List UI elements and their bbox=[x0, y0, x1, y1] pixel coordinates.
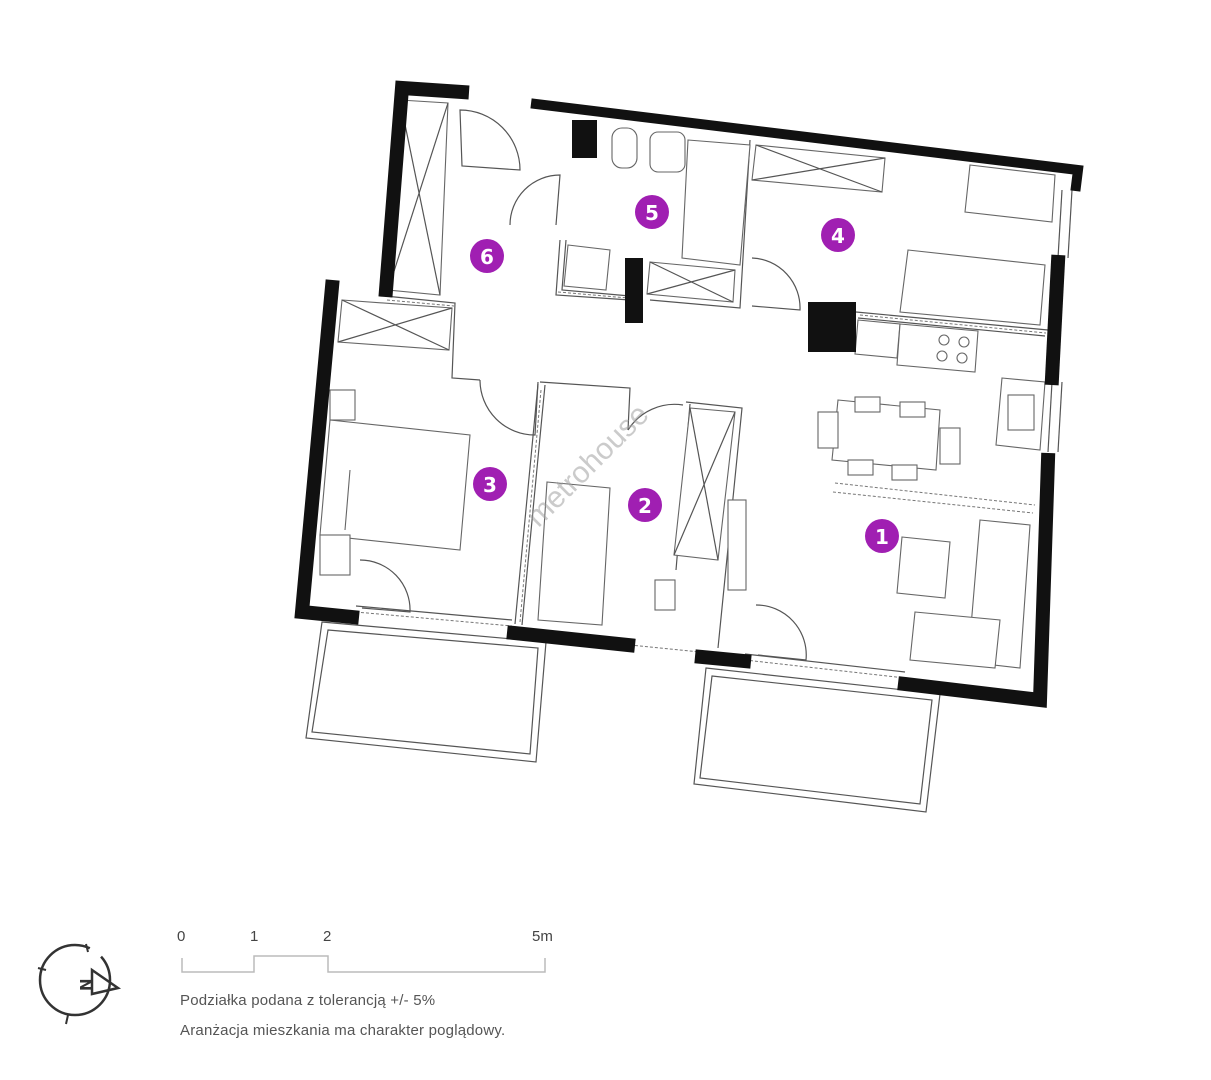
room-2-marker[interactable]: 2 bbox=[628, 488, 662, 522]
room-3-marker[interactable]: 3 bbox=[473, 467, 507, 501]
scale-tick-1: 1 bbox=[250, 928, 259, 945]
furniture bbox=[319, 127, 1056, 669]
scale-tick-5m: 5m bbox=[532, 928, 553, 945]
interior-walls bbox=[384, 139, 1049, 649]
windows bbox=[355, 189, 1073, 679]
svg-text:1: 1 bbox=[875, 525, 889, 549]
svg-text:N: N bbox=[77, 978, 95, 991]
svg-text:4: 4 bbox=[831, 224, 845, 248]
room-4-marker[interactable]: 4 bbox=[821, 218, 855, 252]
note-tolerance: Podziałka podana z tolerancją +/- 5% bbox=[180, 992, 436, 1009]
scale-tick-2: 2 bbox=[323, 928, 332, 945]
note-arrangement: Aranżacja mieszkania ma charakter pogląd… bbox=[180, 1022, 506, 1039]
room-1-marker[interactable]: 1 bbox=[865, 519, 899, 553]
room-markers: 1 2 3 4 5 6 bbox=[470, 195, 899, 553]
room-5-marker[interactable]: 5 bbox=[635, 195, 669, 229]
svg-text:2: 2 bbox=[638, 494, 652, 518]
svg-text:6: 6 bbox=[480, 245, 494, 269]
scale-bar bbox=[181, 955, 546, 973]
doors bbox=[359, 109, 807, 661]
scale-tick-0: 0 bbox=[177, 928, 186, 945]
svg-text:3: 3 bbox=[483, 473, 497, 497]
balcony-left bbox=[305, 621, 547, 763]
compass-icon: N bbox=[37, 943, 122, 1025]
outer-walls bbox=[294, 80, 1084, 708]
balcony-right bbox=[693, 667, 941, 813]
svg-text:5: 5 bbox=[645, 201, 659, 225]
room-6-marker[interactable]: 6 bbox=[470, 239, 504, 273]
